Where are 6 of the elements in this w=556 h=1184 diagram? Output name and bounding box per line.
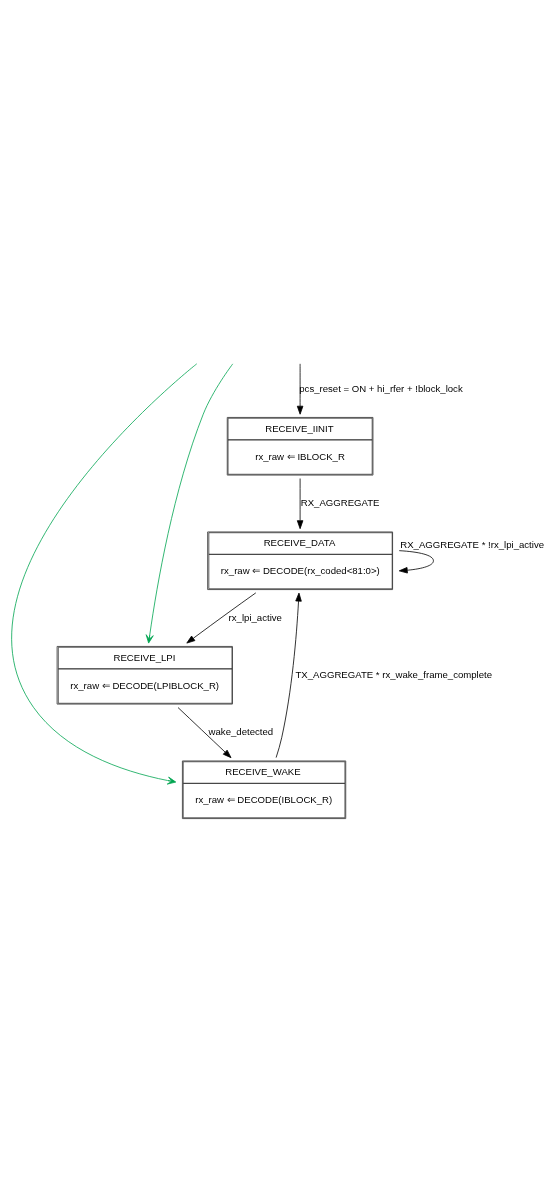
edge-label: RX_AGGREGATE	[300, 496, 380, 508]
edge-label: TX_AGGREGATE * rx_wake_frame_complete	[295, 668, 493, 680]
edge-label: pcs_reset = ON + hi_rfer + !block_lock	[299, 381, 463, 393]
edge-label: rx_lpi_active	[228, 610, 282, 622]
edge-label: RX_AGGREGATE * !rx_lpi_active	[400, 538, 545, 550]
edge-label: wake_detected	[208, 725, 274, 737]
